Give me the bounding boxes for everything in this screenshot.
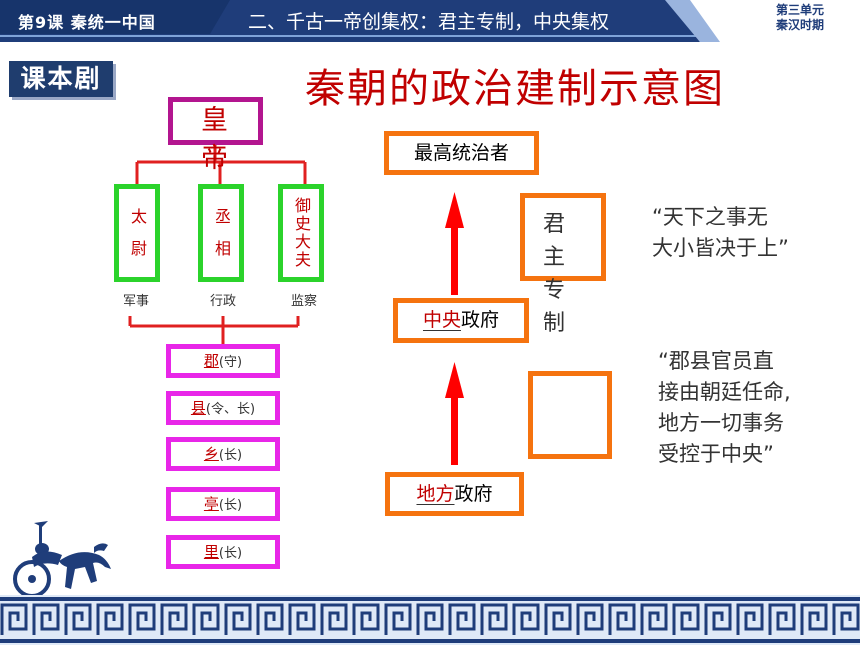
- central-fill-blank: 中央: [422, 309, 461, 331]
- official-name: 丞相: [212, 208, 231, 272]
- diagram-title: 秦朝的政治建制示意图: [305, 66, 725, 112]
- quote-line: 大小皆决于上”: [652, 236, 789, 260]
- arrow-up-lower: [445, 362, 464, 465]
- unit-label: 第三单元 秦汉时期: [752, 3, 848, 33]
- level-suffix: (令、长): [205, 402, 256, 417]
- level-suffix: (守): [218, 355, 243, 370]
- official-chengxiang: 丞相: [198, 184, 244, 282]
- decorative-border: [0, 595, 860, 645]
- level-xian: 县(令、长): [166, 391, 280, 425]
- official-taiwei: 太尉: [114, 184, 160, 282]
- supreme-ruler-box: 最高统治者: [384, 131, 539, 175]
- quote-centralization: “郡县官员直 接由朝廷任命, 地方一切事务 受控于中央”: [658, 346, 791, 470]
- quote-autocracy: “天下之事无 大小皆决于上”: [652, 202, 789, 264]
- autocracy-box: 君主专制: [520, 193, 606, 336]
- local-fill-blank: 地方: [416, 483, 455, 505]
- level-suffix: (长): [218, 448, 243, 463]
- quote-line: “天下之事无: [652, 205, 768, 229]
- level-xiang: 乡(长): [166, 437, 280, 471]
- central-government-box: 中央政府: [393, 298, 529, 343]
- header-bar: [0, 0, 860, 42]
- quote-line: 接由朝廷任命,: [658, 380, 791, 404]
- unit-line-2: 秦汉时期: [775, 18, 824, 32]
- level-name: 县: [190, 399, 206, 417]
- duty-supervision: 监察: [290, 294, 317, 309]
- level-name: 里: [203, 543, 219, 561]
- quote-line: “郡县官员直: [658, 349, 774, 373]
- level-name: 乡: [203, 445, 219, 463]
- textbook-drama-badge: 课本剧: [9, 61, 113, 97]
- quote-line: 地方一切事务: [658, 411, 784, 435]
- unit-line-1: 第三单元: [775, 3, 824, 17]
- level-ting: 亭(长): [166, 487, 280, 521]
- level-name: 亭: [203, 495, 219, 513]
- level-suffix: (长): [218, 498, 243, 513]
- level-suffix: (长): [218, 546, 243, 561]
- official-name: 御史大夫: [292, 197, 311, 269]
- local-label: 政府: [454, 483, 493, 505]
- level-jun: 郡(守): [166, 344, 280, 378]
- official-yushidafu: 御史大夫: [278, 184, 324, 282]
- duty-administration: 行政: [209, 294, 236, 309]
- section-title: 二、千古一帝创集权：君主专制，中央集权: [248, 11, 610, 33]
- emperor-box: 皇 帝: [168, 97, 263, 174]
- duty-military: 军事: [122, 294, 149, 309]
- lesson-title: 第9课 秦统一中国: [18, 13, 156, 32]
- central-label: 政府: [461, 309, 500, 331]
- quote-line: 受控于中央”: [658, 442, 774, 466]
- horse-chariot-icon: [13, 521, 111, 598]
- official-name: 太尉: [128, 208, 147, 272]
- arrow-up-upper: [445, 192, 464, 295]
- level-name: 郡: [203, 352, 219, 370]
- local-government-box: 地方政府: [385, 472, 524, 516]
- org-chart-lines: [128, 145, 464, 465]
- level-li: 里(长): [166, 535, 280, 569]
- empty-answer-box: [528, 371, 612, 459]
